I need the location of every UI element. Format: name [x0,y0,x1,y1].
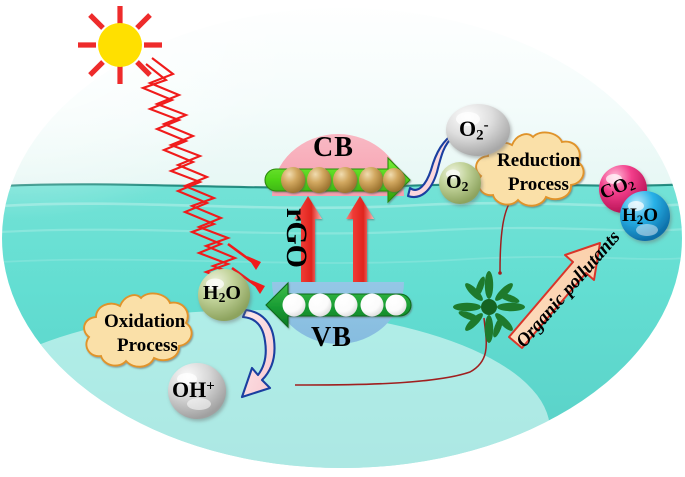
hole-sphere [334,293,358,317]
hydroxyl-sphere [168,363,226,419]
light-wave-arrowheads [227,242,265,294]
hole-sphere [282,293,306,317]
highlight [636,224,658,236]
sun-rays [78,6,162,84]
sun-disc [98,23,142,67]
oxidation-process-cloud [83,292,193,368]
highlight [628,201,644,211]
organic-pollutants-arrow [508,242,601,349]
ellipse-bottom-glow [2,310,550,468]
valence-band-group [265,281,412,344]
highlight [456,112,480,126]
curve-endpoint-dot [498,271,502,275]
highlight [446,169,460,179]
hole-sphere [385,294,407,316]
sun-icon [78,6,162,84]
electron-sphere [359,167,383,193]
electron-sphere [383,168,405,192]
conduction-band-group [264,134,411,204]
electron-sphere [307,167,331,193]
oxidation-curved-arrow [240,308,276,399]
oxygen-sphere [439,162,481,204]
cb-electrons [281,167,405,193]
electron-sphere [333,167,357,193]
light-wave-path-2 [147,57,243,278]
light-wave [140,57,243,284]
rgo-arrow-left [294,196,322,282]
superoxide-sphere [446,104,510,156]
molecule-spheres [168,104,670,419]
highlight [206,278,224,290]
pollutant-to-vb-curve [294,317,487,386]
pollutant-star-icon [453,271,525,343]
highlight [177,373,197,385]
rgo-arrow-right [346,196,374,282]
rgo-arrows [294,196,374,282]
vb-holes [282,293,407,317]
hole-sphere [308,293,332,317]
hole-sphere [360,293,384,317]
reduction-process-cloud [475,131,585,207]
highlight [606,174,622,184]
water-left-sphere [198,269,250,321]
highlight [187,398,211,410]
electron-sphere [281,167,305,193]
